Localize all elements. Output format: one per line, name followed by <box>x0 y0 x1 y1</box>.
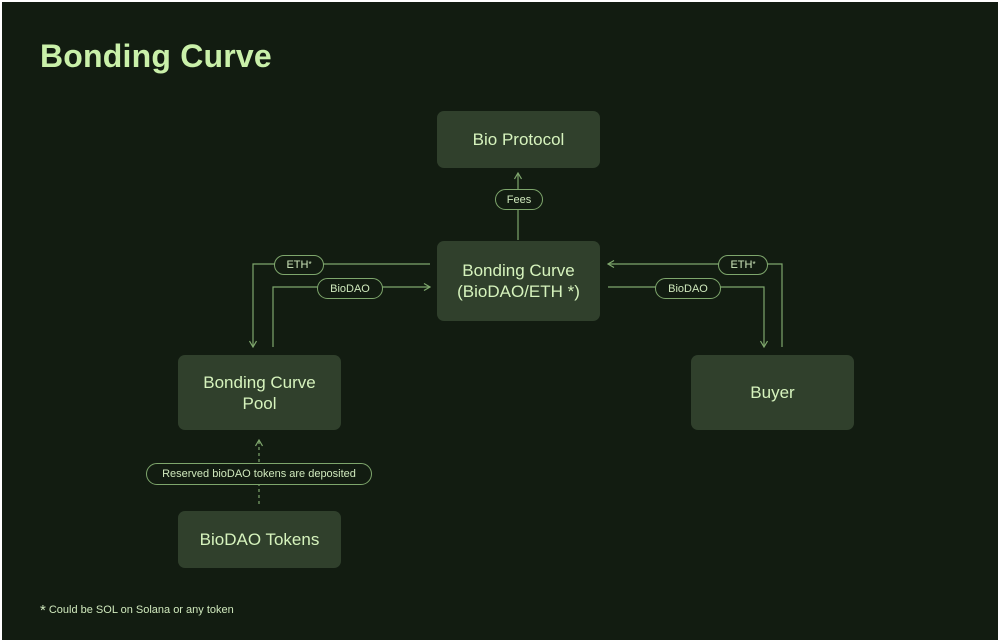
buyer-node: Buyer <box>691 355 854 430</box>
bonding-curve-node: Bonding Curve (BioDAO/ETH *) <box>437 241 600 321</box>
bio-protocol-label: Bio Protocol <box>472 130 565 149</box>
eth-left-pill: ETH* <box>274 255 324 275</box>
biodao-tokens-label: BioDAO Tokens <box>199 530 320 549</box>
deposit-pill: Reserved bioDAO tokens are deposited <box>146 463 372 485</box>
eth-left-edge <box>253 263 430 347</box>
eth-right-edge <box>608 264 783 347</box>
buyer-label: Buyer <box>750 383 795 402</box>
biodao-left-pill: BioDAO <box>317 278 383 299</box>
bonding-curve-label-line2: (BioDAO/ETH *) <box>457 282 580 301</box>
bio-protocol-node: Bio Protocol <box>437 111 600 168</box>
bonding-curve-pool-node: Bonding Curve Pool <box>178 355 341 430</box>
fees-pill: Fees <box>495 189 543 210</box>
eth-right-pill: ETH* <box>718 255 768 275</box>
page-title: Bonding Curve <box>40 38 272 74</box>
pool-label-line1: Bonding Curve <box>203 372 316 392</box>
footnote-marker: * <box>40 602 46 619</box>
pool-label-line2: Pool <box>242 393 277 413</box>
bonding-curve-label-line1: Bonding Curve <box>462 261 575 280</box>
footnote-text: Could be SOL on Solana or any token <box>48 604 234 616</box>
biodao-tokens-node: BioDAO Tokens <box>178 511 341 568</box>
footnote: *Could be SOL on Solana or any token <box>40 602 234 619</box>
biodao-right-pill: BioDAO <box>655 278 721 299</box>
